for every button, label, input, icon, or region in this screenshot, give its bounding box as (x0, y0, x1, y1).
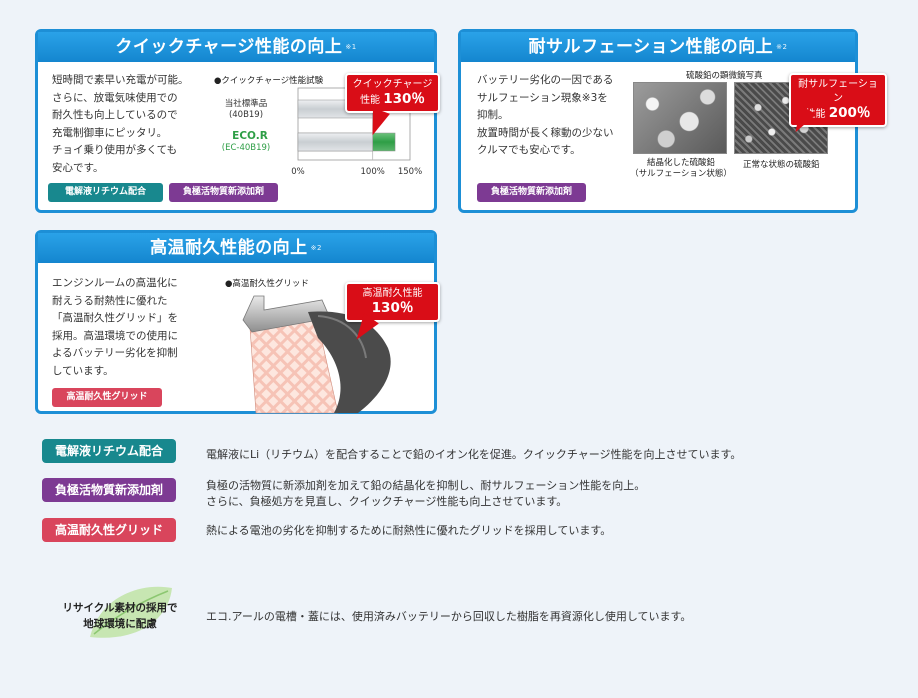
quick-callout: クイックチャージ 性能 130％ (345, 73, 440, 113)
quick-charge-text: 短時間で素早い充電が可能。さらに、放電気味使用での耐久性も向上しているので 充電… (52, 74, 189, 174)
chart-tick-label: 100% (361, 167, 385, 177)
tag-grid: 高温耐久性グリッド (52, 388, 162, 407)
tag-additive-2: 負極活物質新添加剤 (477, 183, 586, 202)
chart-category-label: (EC-40B19) (222, 143, 270, 153)
photo-right-caption: 正常な状態の硫酸鉛 (743, 160, 820, 170)
tag-lithium: 電解液リチウム配合 (48, 183, 163, 202)
chart-bar-base (297, 132, 373, 152)
photo-crystallized (633, 82, 727, 154)
heat-text: エンジンルームの高温化に耐えうる耐熱性に優れた「高温耐久性グリッド」を 採用。高… (52, 277, 178, 377)
legend-desc-additive: 負極の活物質に新添加剤を加えて鉛の結晶化を抑制し、耐サルフェーション性能を向上。… (206, 479, 646, 508)
leaf-icon (90, 586, 172, 638)
sulfation-title: 耐サルフェーション性能の向上※2 (461, 32, 855, 62)
quick-chart-title: ●クイックチャージ性能試験 (214, 76, 324, 86)
photo-title: 硫酸鉛の顕微鏡写真 (686, 71, 763, 81)
grid-illustration (242, 295, 391, 414)
quick-charge-title: クイックチャージ性能の向上※1 (38, 32, 434, 62)
photo-left-caption: 結晶化した硫酸鉛（サルフェーション状態） (630, 158, 732, 179)
quick-charge-card: クイックチャージ性能の向上※1 短時間で素早い充電が可能。さらに、放電気味使用で… (35, 29, 437, 213)
sulfation-callout: 耐サルフェーション 性能 200％ (789, 73, 887, 127)
sulfation-text: バッテリー劣化の一因であるサルフェーション現象※3を抑制。 放置時間が長く稼動の… (477, 74, 614, 156)
chart-category-label: (40B19) (229, 110, 263, 120)
heat-callout: 高温耐久性能 130％ (345, 282, 440, 322)
recycle-badge: リサイクル素材の採用で地球環境に配慮 (62, 602, 178, 630)
legend-desc-lithium: 電解液にLi（リチウム）を配合することで鉛のイオン化を促進。クイックチャージ性能… (206, 448, 742, 461)
heat-title: 高温耐久性能の向上※2 (38, 233, 434, 263)
heat-figure-title: ●高温耐久性グリッド (225, 279, 309, 289)
chart-category-label: 当社標準品 (225, 98, 268, 109)
legend-badge-lithium: 電解液リチウム配合 (42, 439, 176, 463)
recycle-desc: エコ.アールの電槽・蓋には、使用済みバッテリーから回収した樹脂を再資源化し使用し… (206, 610, 692, 623)
legend-badge-grid: 高温耐久性グリッド (42, 518, 176, 542)
sulfation-card: 耐サルフェーション性能の向上※2 バッテリー劣化の一因であるサルフェーション現象… (458, 29, 858, 213)
chart-category-label: ECO.R (232, 130, 268, 142)
heat-card: 高温耐久性能の向上※2 エンジンルームの高温化に耐えうる耐熱性に優れた「高温耐久… (35, 230, 437, 414)
tag-additive: 負極活物質新添加剤 (169, 183, 278, 202)
chart-tick-label: 0% (291, 167, 305, 177)
legend-badge-additive: 負極活物質新添加剤 (42, 478, 176, 502)
chart-tick-label: 150% (398, 167, 422, 177)
legend-desc-grid: 熱による電池の劣化を抑制するために耐熱性に優れたグリッドを採用しています。 (206, 524, 612, 537)
